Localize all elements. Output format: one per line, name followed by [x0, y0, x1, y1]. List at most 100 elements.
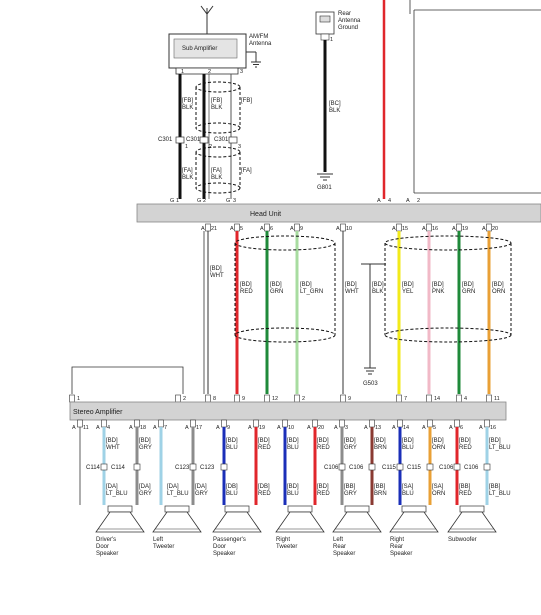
pin-box [339, 419, 345, 428]
speaker-label: Left [153, 537, 163, 543]
wire-label: BLK [211, 175, 222, 181]
wire-label: GRY [344, 445, 357, 451]
sub-amp-black-wires [178, 74, 206, 199]
wire-label: GRY [139, 491, 152, 497]
wire-label: [BD] [492, 282, 504, 288]
wire-label: [BD] [139, 438, 151, 444]
connector-box [453, 463, 461, 471]
wire-label: YEL [402, 289, 414, 295]
pin-box [77, 419, 83, 428]
speaker-icon [275, 505, 325, 533]
pin-box [396, 394, 402, 403]
pin-label: A [72, 425, 76, 431]
wire-label: ORN [432, 491, 445, 497]
stereo-amplifier-title: Stereo Amplifier [73, 409, 123, 416]
wire-label: [SA] [432, 484, 444, 490]
speaker-icon [447, 505, 497, 533]
wire-label: [DB] [226, 484, 238, 490]
pin-label: A [201, 226, 205, 232]
wire-label: [FA] [211, 168, 222, 174]
wire-label: GRN [462, 289, 475, 295]
wire-label: BLK [329, 108, 340, 114]
wire-label: BLU [226, 445, 238, 451]
pin-box [312, 419, 318, 428]
pin-label: 9 [242, 396, 245, 402]
wire-label: GRY [139, 445, 152, 451]
pin-label: 10 [346, 226, 352, 232]
pin-label: 1 [181, 69, 184, 75]
pin-box [205, 223, 211, 232]
pin-label: A [334, 425, 338, 431]
pin-label: 14 [434, 396, 440, 402]
wire-label: [BD] [374, 438, 386, 444]
ground-icon [317, 173, 333, 181]
pin-label: 3 [240, 69, 243, 75]
pin-label: 13 [375, 425, 381, 431]
rear-antenna-ground-box [315, 11, 335, 35]
pin-label: A [248, 425, 252, 431]
speaker-label: Door [96, 544, 109, 550]
mid-wire-labels: [BD]WHT[BD]RED[BD]GRN[BD]LT_GRN[BD]WHT[B… [210, 266, 505, 295]
wire-label: [DA] [167, 484, 179, 490]
pin-box [456, 223, 462, 232]
pin-label: A [129, 425, 133, 431]
connector-label: C114 [86, 465, 101, 471]
pin-label: 1 [330, 37, 333, 43]
pin-label: A [260, 226, 264, 232]
wire-label: LT_BLU [489, 445, 511, 451]
speaker-label: Rear [333, 544, 346, 550]
speaker-label: Speaker [96, 551, 118, 557]
pin-label: 6 [270, 226, 273, 232]
pin-label: 20 [492, 226, 498, 232]
wire-label: RED [258, 491, 271, 497]
pin-label: 9 [227, 425, 230, 431]
wire-label: BLU [287, 445, 299, 451]
pin-label: 3 [238, 144, 241, 150]
pin-label: A [479, 425, 483, 431]
wire-label: [BD] [106, 438, 118, 444]
pin-label: 15 [402, 226, 408, 232]
wire-label: ORN [492, 289, 505, 295]
pin-label: G [170, 198, 174, 204]
wire-label: ORN [432, 445, 445, 451]
pin-label: A [185, 425, 189, 431]
wire-label: RED [258, 445, 271, 451]
pin-label: 10 [288, 425, 294, 431]
speaker-icon [332, 505, 382, 533]
wire-label: BLK [372, 289, 383, 295]
pin-label: A [153, 425, 157, 431]
pin-label: G [226, 198, 230, 204]
pin-label: A [422, 425, 426, 431]
pin-label: 7 [164, 425, 167, 431]
pin-label: 6 [460, 425, 463, 431]
wire-label: RED [240, 289, 253, 295]
speaker-icon [212, 505, 262, 533]
pin-label: 20 [318, 425, 324, 431]
wire-label: BLU [226, 491, 238, 497]
wire-label: GRY [344, 491, 357, 497]
wire-label: [BD] [459, 438, 471, 444]
connector-label: C115 [382, 465, 397, 471]
head-unit-bar [136, 203, 541, 223]
wire-label: [FB] [182, 98, 193, 104]
ground-label: G503 [363, 381, 378, 387]
wire-label: BLU [402, 445, 414, 451]
pin-label: A [277, 425, 281, 431]
pin-box [294, 223, 300, 232]
pin-box [101, 419, 107, 428]
pin-box [221, 419, 227, 428]
wire-label: RED [317, 445, 330, 451]
pin-label: 4 [464, 396, 467, 402]
wire-label: [BD] [287, 484, 299, 490]
wire-label: [BB] [374, 484, 386, 490]
pin-box [264, 394, 270, 403]
wire-label: BLK [182, 175, 193, 181]
pin-label: 2 [208, 69, 211, 75]
pin-label: 2 [183, 396, 186, 402]
pin-label: 12 [272, 396, 278, 402]
pin-box [253, 419, 259, 428]
speaker-label: Rear [390, 544, 403, 550]
pin-box [69, 394, 75, 403]
